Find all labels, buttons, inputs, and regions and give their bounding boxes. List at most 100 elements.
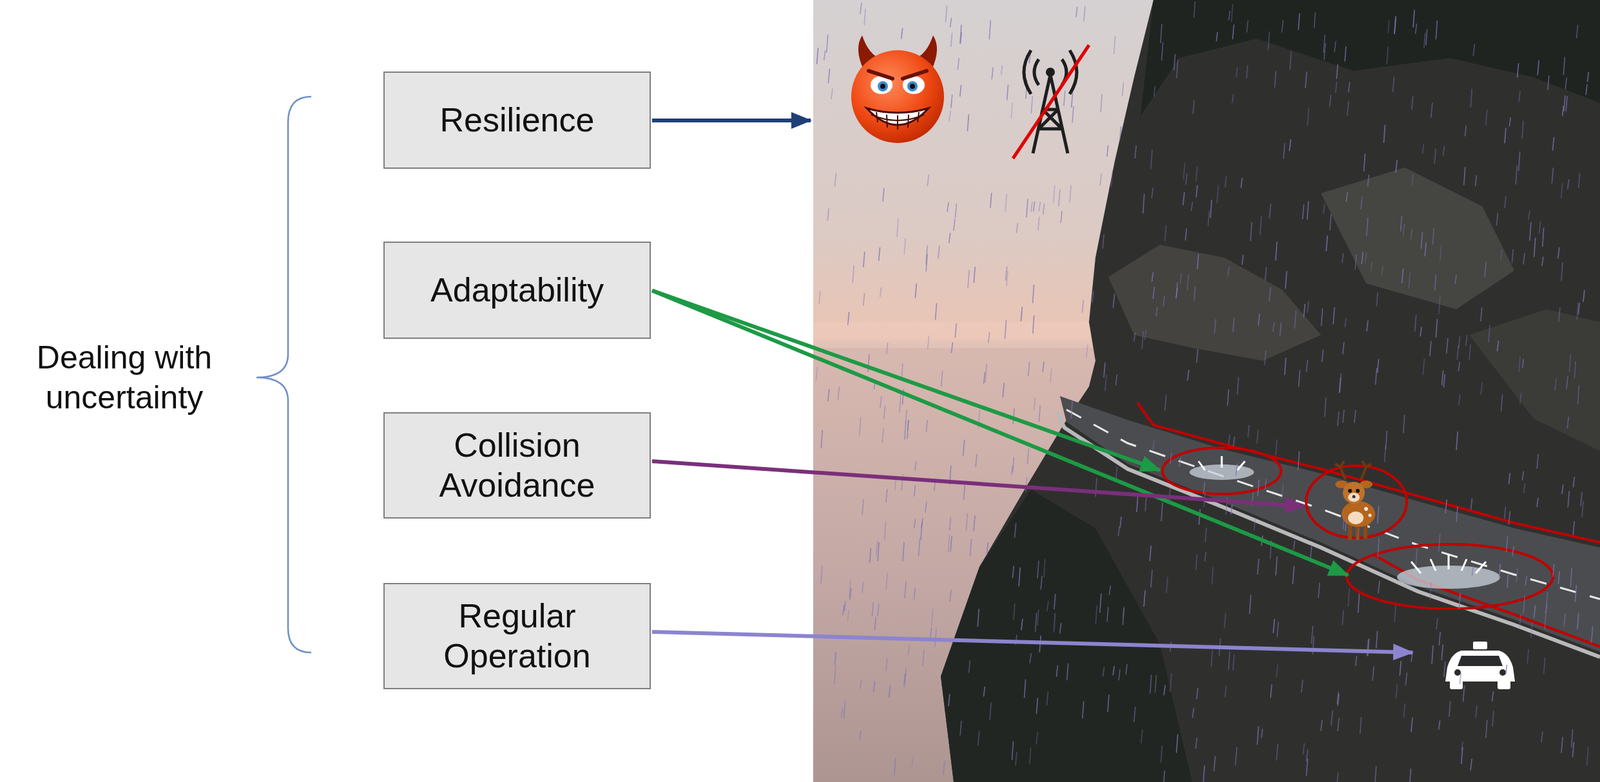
- rain-streak: [1480, 307, 1483, 322]
- rain-streak: [1196, 688, 1198, 700]
- rain-streak: [1083, 6, 1086, 22]
- rain-streak: [949, 516, 952, 531]
- rain-streak: [1545, 603, 1548, 614]
- rain-streak: [1377, 505, 1379, 524]
- rain-streak: [1060, 211, 1062, 224]
- rain-streak: [949, 233, 951, 244]
- rain-streak: [1208, 210, 1210, 227]
- rain-streak: [1348, 588, 1350, 608]
- rain-streak: [1217, 185, 1219, 204]
- rain-streak: [1531, 621, 1533, 638]
- rain-streak: [925, 501, 927, 514]
- rain-streak: [1054, 594, 1056, 610]
- rain-streak: [915, 461, 917, 471]
- rain-streak: [1227, 389, 1229, 406]
- rain-streak: [1458, 395, 1461, 406]
- rain-streak: [873, 681, 876, 693]
- rain-streak: [1574, 361, 1576, 379]
- rain-streak: [1512, 546, 1514, 557]
- rain-streak: [1160, 24, 1162, 44]
- rain-streak: [1307, 201, 1309, 220]
- rain-streak: [1170, 452, 1172, 464]
- rain-streak: [1107, 694, 1109, 713]
- rain-streak: [1232, 94, 1234, 104]
- rain-streak: [1463, 685, 1465, 702]
- rain-streak: [1444, 661, 1446, 678]
- rain-streak: [1420, 231, 1423, 250]
- rain-streak: [1473, 43, 1475, 57]
- rain-streak: [1269, 203, 1271, 219]
- process-box: Resilience: [383, 71, 651, 169]
- rain-streak: [1141, 331, 1144, 349]
- rain-streak: [1409, 768, 1412, 782]
- rain-streak: [819, 291, 821, 305]
- rain-streak: [1491, 691, 1494, 702]
- rain-streak: [883, 405, 885, 420]
- rain-streak: [1515, 165, 1517, 185]
- rain-streak: [1076, 6, 1078, 17]
- rain-streak: [1337, 694, 1340, 707]
- rain-streak: [860, 679, 862, 689]
- rain-streak: [1558, 247, 1560, 259]
- rain-streak: [1456, 506, 1458, 522]
- rain-streak: [849, 579, 851, 598]
- rain-streak: [1185, 228, 1187, 241]
- rain-streak: [1136, 494, 1138, 513]
- rain-streak: [1043, 559, 1046, 578]
- rain-streak: [949, 590, 952, 602]
- rain-streak: [1228, 10, 1231, 21]
- rain-streak: [1384, 445, 1386, 463]
- process-box: Adaptability: [383, 241, 651, 339]
- rain-streak: [1175, 282, 1178, 299]
- rain-streak: [837, 386, 839, 400]
- rain-streak: [1576, 302, 1579, 321]
- rain-streak: [1383, 125, 1385, 144]
- rain-streak: [1413, 9, 1415, 28]
- no-signal-icon: [1012, 45, 1090, 159]
- rain-streak: [1250, 221, 1253, 241]
- puddle: [1411, 554, 1486, 574]
- rain-streak: [914, 519, 916, 529]
- rain-streak: [1464, 166, 1466, 185]
- rain-streak: [1016, 222, 1018, 234]
- rain-streak: [1527, 649, 1529, 664]
- red-highlight-ring: [1162, 447, 1282, 495]
- rain-streak: [1108, 585, 1111, 596]
- rain-streak: [1212, 567, 1214, 585]
- vegetation: [940, 489, 1193, 782]
- rain-streak: [1342, 342, 1345, 355]
- rain-streak: [907, 645, 910, 656]
- process-box: Collision Avoidance: [383, 412, 651, 519]
- process-box: Regular Operation: [383, 583, 651, 690]
- rain-streak: [1015, 751, 1017, 767]
- rain-streak: [1470, 759, 1472, 771]
- rain-streak: [1500, 250, 1503, 261]
- rain-streak: [1302, 743, 1305, 755]
- rain-streak: [1339, 373, 1341, 393]
- rain-streak: [1567, 179, 1570, 189]
- rain-streak: [1192, 708, 1195, 718]
- rain-streak: [948, 694, 950, 707]
- rain-streak: [1163, 770, 1165, 782]
- rain-streak: [1025, 477, 1028, 493]
- rain-streak: [1253, 518, 1256, 531]
- rain-streak: [1038, 201, 1041, 212]
- rain-streak: [1558, 307, 1561, 323]
- attacker-devil-icon: [909, 83, 916, 89]
- rain-streak: [1186, 273, 1189, 291]
- rain-streak: [1154, 675, 1157, 693]
- rain-streak: [1386, 47, 1388, 65]
- rain-streak: [1364, 154, 1366, 172]
- rain-streak: [1371, 262, 1373, 272]
- rain-streak: [1563, 613, 1566, 627]
- rain-streak: [1175, 288, 1178, 298]
- rain-streak: [921, 518, 923, 529]
- rain-streak: [905, 409, 907, 424]
- rain-streak: [859, 416, 861, 436]
- rain-streak: [930, 627, 932, 638]
- rain-streak: [1435, 318, 1437, 338]
- rain-streak: [1459, 673, 1461, 685]
- rain-streak: [1578, 385, 1580, 405]
- rain-streak: [1536, 454, 1539, 470]
- rain-streak: [1203, 765, 1205, 782]
